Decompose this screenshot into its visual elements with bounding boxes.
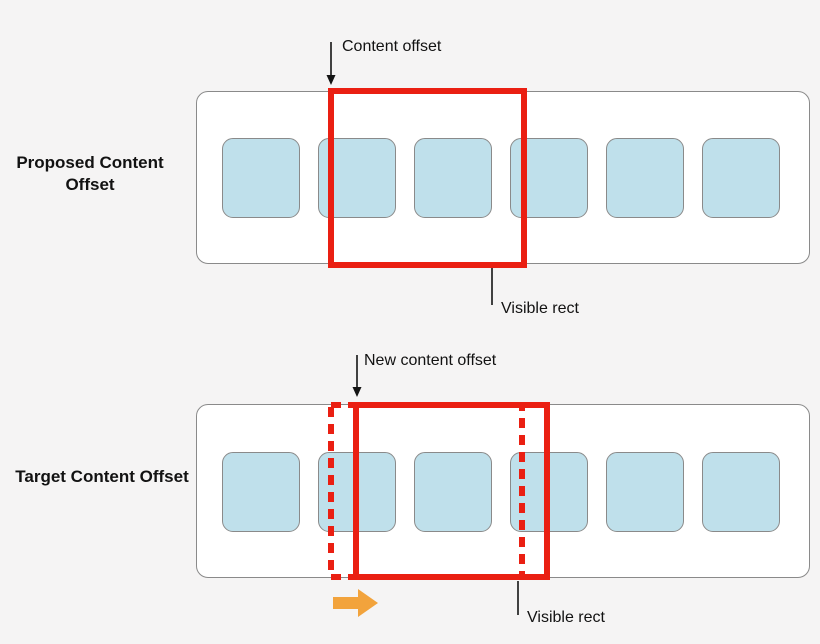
new-content-offset-label: New content offset	[364, 352, 497, 369]
content-item	[414, 452, 492, 532]
content-item	[510, 452, 588, 532]
content-item	[606, 138, 684, 218]
content-item	[318, 138, 396, 218]
proposed-offset-row-label: Proposed Content Offset	[16, 153, 164, 194]
content-items-bottom	[222, 452, 780, 532]
content-items-top	[222, 138, 780, 218]
content-item	[318, 452, 396, 532]
content-offset-arrowhead-icon	[326, 75, 336, 85]
content-offset-label: Content offset	[342, 38, 442, 55]
target-offset-row-label: Target Content Offset	[15, 467, 189, 486]
content-item	[510, 138, 588, 218]
content-item	[222, 138, 300, 218]
content-item	[702, 138, 780, 218]
content-item	[702, 452, 780, 532]
content-item	[414, 138, 492, 218]
visible-rect-label-bottom: Visible rect	[527, 609, 605, 626]
content-item	[606, 452, 684, 532]
shift-right-arrow-icon	[333, 589, 378, 617]
new-content-offset-arrowhead-icon	[352, 387, 362, 397]
visible-rect-label-top: Visible rect	[501, 300, 579, 317]
content-item	[222, 452, 300, 532]
